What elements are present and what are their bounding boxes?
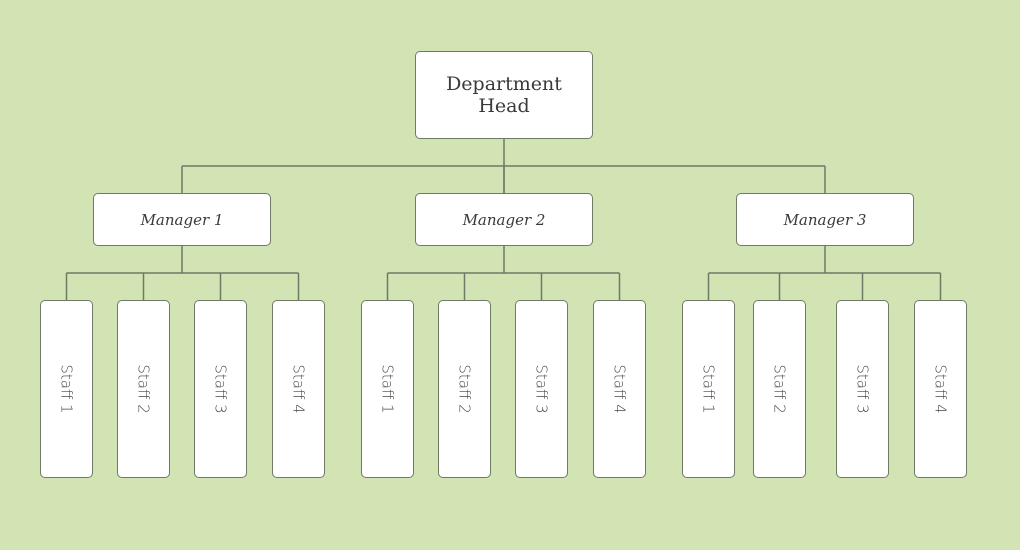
staff-label: Staff 1 <box>57 364 76 414</box>
staff-box[interactable]: Staff 4 <box>272 300 325 478</box>
staff-box[interactable]: Staff 2 <box>438 300 491 478</box>
staff-box[interactable]: Staff 4 <box>593 300 646 478</box>
manager-label: Manager 1 <box>140 210 224 229</box>
staff-label: Staff 1 <box>699 364 718 414</box>
staff-label: Staff 3 <box>853 364 872 414</box>
staff-box[interactable]: Staff 2 <box>753 300 806 478</box>
staff-label: Staff 4 <box>931 364 950 414</box>
staff-box[interactable]: Staff 4 <box>914 300 967 478</box>
staff-label: Staff 3 <box>532 364 551 414</box>
manager-box-2[interactable]: Manager 2 <box>415 193 593 246</box>
staff-box[interactable]: Staff 1 <box>361 300 414 478</box>
manager-label: Manager 3 <box>783 210 867 229</box>
staff-label: Staff 3 <box>211 364 230 414</box>
staff-box[interactable]: Staff 3 <box>515 300 568 478</box>
manager-box-3[interactable]: Manager 3 <box>736 193 914 246</box>
staff-label: Staff 2 <box>770 364 789 414</box>
staff-box[interactable]: Staff 2 <box>117 300 170 478</box>
staff-box[interactable]: Staff 3 <box>836 300 889 478</box>
staff-label: Staff 4 <box>289 364 308 414</box>
head-line-1: Department <box>446 73 562 95</box>
staff-label: Staff 4 <box>610 364 629 414</box>
staff-label: Staff 1 <box>378 364 397 414</box>
staff-label: Staff 2 <box>455 364 474 414</box>
staff-box[interactable]: Staff 3 <box>194 300 247 478</box>
manager-label: Manager 2 <box>462 210 546 229</box>
staff-box[interactable]: Staff 1 <box>40 300 93 478</box>
staff-box[interactable]: Staff 1 <box>682 300 735 478</box>
staff-label: Staff 2 <box>134 364 153 414</box>
manager-box-1[interactable]: Manager 1 <box>93 193 271 246</box>
head-line-2: Head <box>478 95 530 117</box>
